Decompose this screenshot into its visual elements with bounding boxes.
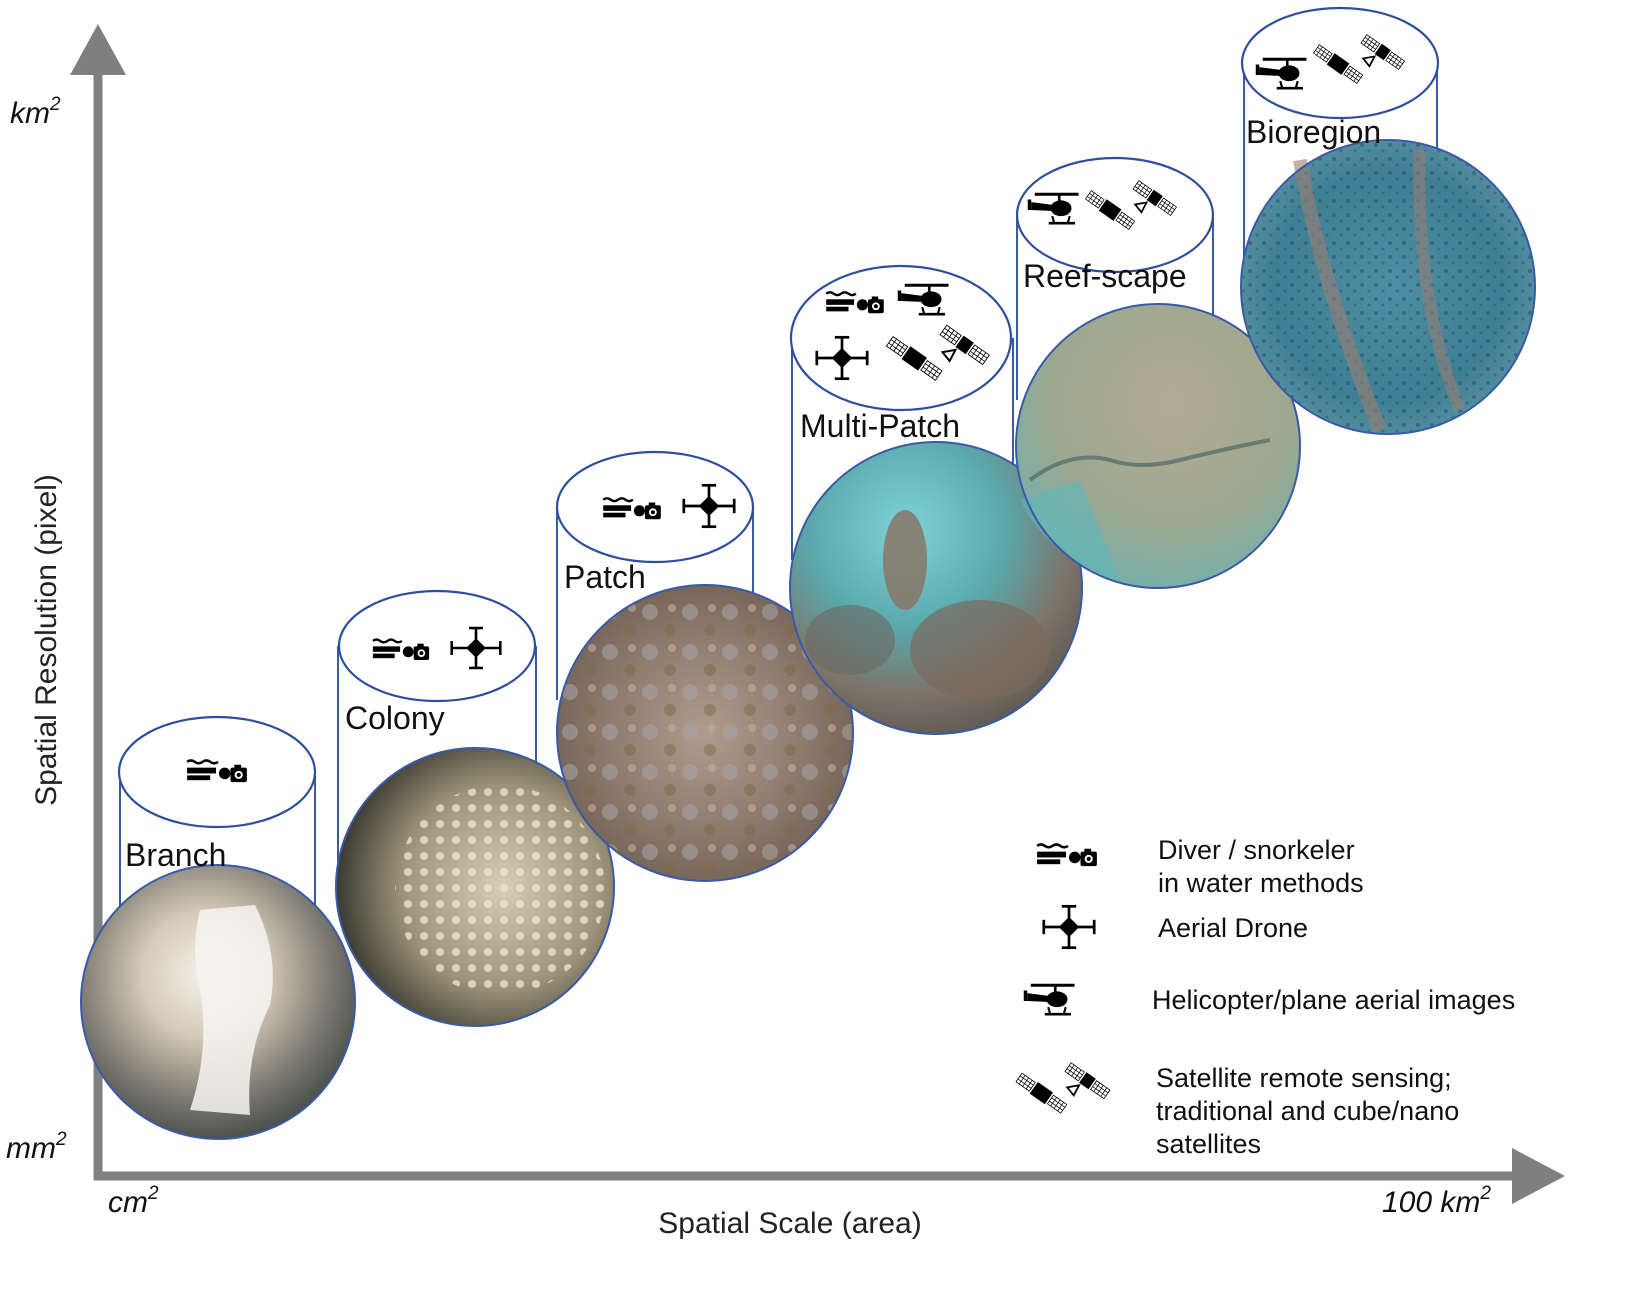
- legend-diver-line-2: in water methods: [1158, 868, 1364, 898]
- x-left-unit: cm2: [108, 1183, 159, 1219]
- level-label-reef-scape: Reef-scape: [1023, 258, 1187, 294]
- y-axis-arrow-icon: [70, 24, 126, 75]
- legend-item-diver: Diver / snorkeler in water methods: [1036, 835, 1364, 898]
- level-bioregion: Bioregion: [1240, 6, 1536, 435]
- axes: Spatial Resolution (pixel) Spatial Scale…: [6, 24, 1565, 1240]
- helicopter-icon: [1022, 983, 1077, 1016]
- y-bottom-unit: mm2: [6, 1129, 67, 1165]
- legend-satellite-line-2: traditional and cube/nano: [1156, 1096, 1459, 1126]
- legend-item-satellite: Satellite remote sensing; traditional an…: [1015, 1062, 1459, 1159]
- satellite-icon: [1015, 1062, 1111, 1115]
- x-right-unit: 100 km2: [1382, 1183, 1491, 1219]
- x-axis-label: Spatial Scale (area): [658, 1207, 921, 1240]
- legend-satellite-line-3: satellites: [1156, 1129, 1261, 1159]
- diver-camera-icon: [1036, 843, 1098, 868]
- legend-diver-line-1: Diver / snorkeler: [1158, 835, 1355, 865]
- branch-methods-oval: [117, 715, 317, 829]
- multi-patch-methods-oval: [789, 264, 1013, 412]
- level-label-colony: Colony: [345, 700, 445, 736]
- y-axis-label: Spatial Resolution (pixel): [30, 474, 63, 806]
- level-patch: Patch: [555, 450, 854, 882]
- legend-item-helicopter: Helicopter/plane aerial images: [1022, 983, 1515, 1016]
- legend-satellite-line-1: Satellite remote sensing;: [1156, 1063, 1452, 1093]
- level-label-patch: Patch: [564, 559, 646, 595]
- legend: Diver / snorkeler in water methods Aeria…: [1015, 835, 1515, 1159]
- legend-helicopter-line-1: Helicopter/plane aerial images: [1152, 985, 1515, 1015]
- level-label-multi-patch: Multi-Patch: [800, 408, 960, 444]
- level-label-bioregion: Bioregion: [1246, 114, 1381, 150]
- level-multi-patch: Multi-Patch: [789, 264, 1083, 735]
- x-axis-arrow-icon: [1512, 1148, 1565, 1204]
- colony-methods-oval: [337, 589, 537, 703]
- level-branch: Branch: [80, 715, 356, 1140]
- legend-item-drone: Aerial Drone: [1042, 904, 1308, 950]
- legend-drone-line-1: Aerial Drone: [1158, 913, 1308, 943]
- drone-icon: [1042, 904, 1096, 950]
- level-reef-scape: Reef-scape: [1015, 156, 1301, 589]
- y-top-unit: km2: [10, 94, 61, 130]
- level-colony: Colony: [335, 589, 615, 1027]
- level-label-branch: Branch: [125, 837, 226, 873]
